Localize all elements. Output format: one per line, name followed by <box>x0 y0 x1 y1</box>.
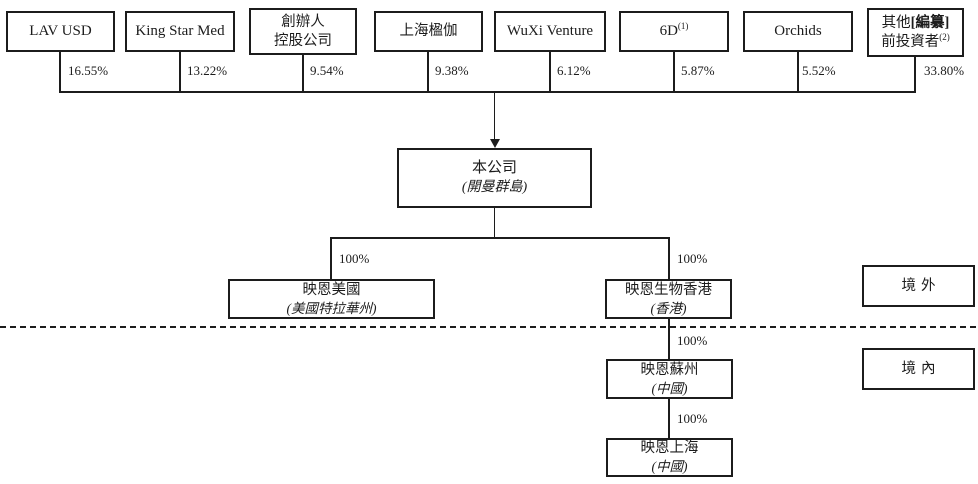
region-box-onshore: 境內 <box>862 348 975 390</box>
shareholder-name: WuXi Venture <box>506 22 594 39</box>
shareholder-box-lav-usd: LAV USD <box>6 11 115 52</box>
ownership-pct-orchids: 5.52% <box>802 63 836 78</box>
connector-drop-shanghai <box>668 399 670 438</box>
connector-drop-6d <box>673 52 675 93</box>
connector-drop-us <box>330 238 332 279</box>
connector-drop-founder <box>302 55 304 93</box>
subsidiary-location: (香港) <box>650 300 687 316</box>
connector-drop-lav-usd <box>59 52 61 93</box>
shareholder-box-founder-holdco: 創辦人 控股公司 <box>249 8 357 55</box>
region-label-onshore: 境內 <box>901 360 941 377</box>
ownership-pct-founder: 9.54% <box>310 63 344 78</box>
shareholder-name: LAV USD <box>29 22 92 39</box>
connector-bus-subsidiaries <box>330 237 670 239</box>
connector-company-drop <box>493 208 496 238</box>
company-box: 本公司 (開曼群島) <box>397 148 592 208</box>
connector-drop-hk <box>668 238 670 279</box>
subsidiary-name: 映恩美國 <box>302 281 361 298</box>
connector-drop-king-star <box>179 52 181 93</box>
ownership-pct-shanghai: 100% <box>677 411 708 426</box>
subsidiary-box-us: 映恩美國 (美國特拉華州) <box>228 279 435 319</box>
ownership-pct-king-star: 13.22% <box>187 63 228 78</box>
connector-arrow-stem <box>493 92 496 140</box>
shareholder-name-line2: 控股公司 <box>274 32 332 49</box>
shareholder-name: Orchids <box>774 22 822 39</box>
redacted-label: [編纂] <box>910 14 950 31</box>
subsidiary-box-hk: 映恩生物香港 (香港) <box>605 279 732 319</box>
subsidiary-location: (美國特拉華州) <box>286 300 377 316</box>
subsidiary-location: (中國) <box>651 380 688 396</box>
ownership-pct-wuxi: 6.12% <box>557 63 591 78</box>
shareholder-box-king-star-med: King Star Med <box>125 11 235 52</box>
connector-bus-top <box>59 91 916 93</box>
arrowhead-down-icon <box>489 139 500 148</box>
subsidiary-box-suzhou: 映恩蘇州 (中國) <box>606 359 733 399</box>
shareholder-box-shanghai-yingjia: 上海楹伽 <box>374 11 483 52</box>
company-location: (開曼群島) <box>461 179 528 195</box>
footnote-marker-1: (1) <box>677 20 689 31</box>
ownership-pct-hk: 100% <box>677 251 708 266</box>
footnote-marker-2: (2) <box>939 31 950 42</box>
subsidiary-location: (中國) <box>651 459 688 475</box>
shareholder-name-prefix: 其他 <box>881 14 911 31</box>
subsidiary-name: 映恩上海 <box>640 440 699 457</box>
connector-drop-yingjia <box>427 52 429 93</box>
region-box-offshore: 境外 <box>862 265 975 307</box>
ownership-pct-lav-usd: 16.55% <box>68 63 109 78</box>
ownership-pct-yingjia: 9.38% <box>435 63 469 78</box>
offshore-onshore-divider <box>0 326 978 328</box>
ownership-pct-other: 33.80% <box>924 63 965 78</box>
shareholder-name-line2-text: 前投資者 <box>881 33 940 50</box>
shareholder-name: 6D(1) <box>659 20 689 42</box>
connector-drop-suzhou <box>668 319 670 359</box>
connector-drop-orchids <box>797 52 799 93</box>
shareholder-name-line1: 創辦人 <box>281 13 325 30</box>
shareholder-box-6d: 6D(1) <box>619 11 729 52</box>
shareholder-name-line2: 前投資者(2) <box>881 31 950 52</box>
shareholder-box-other-pre-investors: 其他[編纂] 前投資者(2) <box>867 8 964 57</box>
subsidiary-name: 映恩蘇州 <box>640 361 699 378</box>
ownership-pct-suzhou: 100% <box>677 333 708 348</box>
connector-drop-wuxi <box>549 52 551 93</box>
ownership-pct-6d: 5.87% <box>681 63 715 78</box>
subsidiary-name: 映恩生物香港 <box>625 281 712 298</box>
shareholder-name-line1: 其他[編纂] <box>882 14 950 33</box>
region-label-offshore: 境外 <box>901 277 941 294</box>
subsidiary-box-shanghai: 映恩上海 (中國) <box>606 438 733 477</box>
company-name: 本公司 <box>471 160 517 177</box>
connector-drop-other <box>914 57 916 93</box>
shareholder-name: 上海楹伽 <box>399 23 458 40</box>
shareholder-name: King Star Med <box>135 22 225 39</box>
shareholder-box-orchids: Orchids <box>743 11 853 52</box>
shareholder-name-text: 6D <box>659 22 678 39</box>
ownership-pct-us: 100% <box>339 251 370 266</box>
shareholder-box-wuxi-venture: WuXi Venture <box>494 11 606 52</box>
